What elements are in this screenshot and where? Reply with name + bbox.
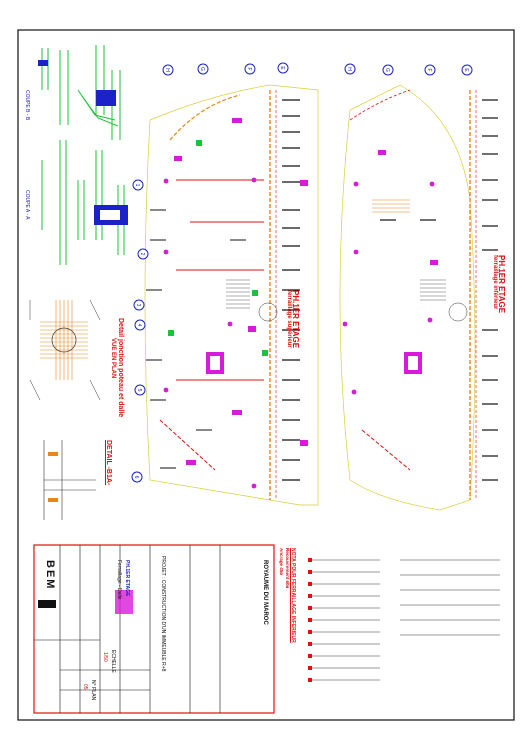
plan-superior (144, 84, 319, 506)
detail-b1a-drawing (43, 440, 96, 520)
sheet-frame (17, 29, 515, 721)
view-title-superior: PH.1ER ETAGE (291, 290, 300, 349)
axis-tag-label: 6 (133, 476, 139, 479)
tb-drawing-type: Ferraillage - Dalle (116, 560, 122, 600)
tb-project: PROJET : CONSTRUCTION D'UN IMMEUBLE R+8 (160, 556, 166, 672)
nota-line-1: Recouvrement 60ø (285, 548, 290, 589)
section-label-b: COUPE B - B (24, 90, 30, 121)
tb-country: ROYAUME DU MAROC (262, 560, 268, 625)
axis-tag-label: 4 (136, 324, 142, 327)
junction-detail-title: Detail jonction poteau et dalle (117, 318, 124, 418)
nota-line-2: Ancrage 45ø (279, 548, 284, 576)
axis-tag-label: E (279, 66, 285, 70)
bar-schedule (308, 558, 500, 682)
detail-b1a-label: DETAIL -B1A- (105, 440, 112, 486)
title-block (33, 544, 275, 714)
column-markers (163, 177, 435, 489)
section-label-a: COUPE A - A (24, 190, 30, 220)
axis-tag-label: 3 (135, 304, 141, 307)
axis-tag-label: 2 (139, 253, 145, 256)
axis-tag-label: F (246, 67, 252, 70)
axis-tags (131, 62, 473, 483)
axis-tag-label: H (346, 67, 352, 71)
axis-tag-label: E (463, 68, 469, 72)
axis-tag-label: H (164, 68, 170, 72)
tb-scale-label: ECHELLE (110, 650, 116, 673)
axis-tag-label: 5 (136, 389, 142, 392)
section-details: COUPE B - B COUPE A - A (24, 45, 128, 265)
axis-tag-label: G (384, 68, 390, 72)
view-title-inferior: PH.1ER ETAGE (497, 255, 506, 314)
axis-tag-label: G (199, 67, 205, 71)
tb-scale-value: 1/50 (102, 652, 108, 662)
view-subtitle-inferior: ferraillage inférieur (492, 255, 498, 310)
nota-title: NOTA POUR FERRAILLAGE INFERIEUR (290, 548, 296, 643)
junction-detail-drawing (29, 299, 101, 401)
tb-plan-no: 05 (82, 684, 88, 690)
axis-tag-label: F (426, 68, 432, 71)
tb-phase: PH.1ER ETAGE (124, 560, 130, 597)
tb-plan-no-label: N° PLAN (90, 680, 96, 701)
plan-inferior (339, 84, 498, 511)
axis-tag-label: 1 (134, 184, 140, 187)
view-subtitle-superior: ferraillage supérieur (286, 290, 292, 348)
tb-company-logo: BEM (44, 560, 56, 591)
junction-detail-subtitle: VUE EN PLAN (110, 338, 116, 379)
